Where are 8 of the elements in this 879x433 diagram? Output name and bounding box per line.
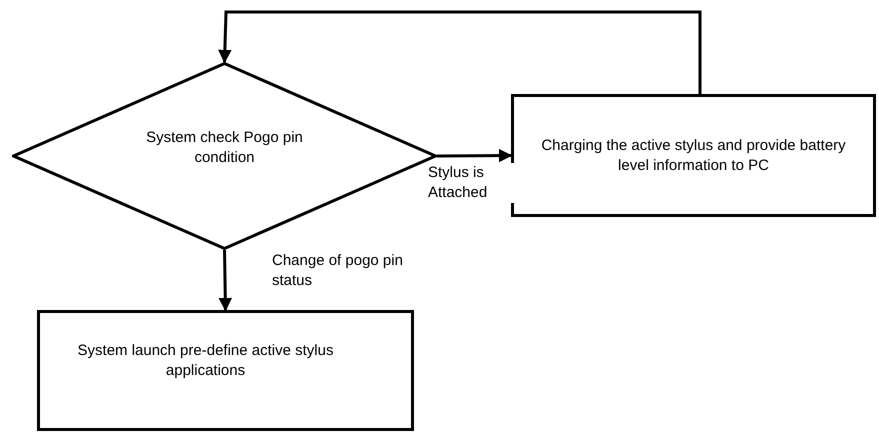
arrow (218, 250, 232, 312)
process-box (511, 94, 876, 217)
node-text: System check Pogo pin condition (145, 128, 304, 168)
process-box (37, 310, 414, 431)
node-text: Charging the active stylus and provide battery level information to PC (540, 136, 847, 176)
arrow (436, 148, 512, 162)
node-text: System launch pre-define active stylus applications (76, 340, 334, 380)
arrow (218, 10, 702, 94)
